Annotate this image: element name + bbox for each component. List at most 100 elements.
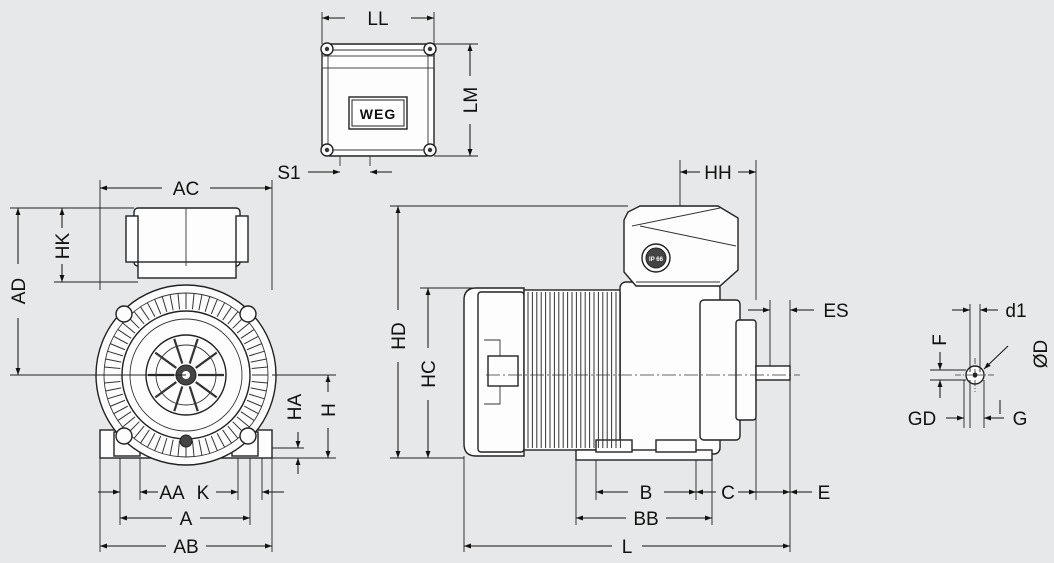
fan-spoke bbox=[154, 381, 177, 399]
ip-badge-text: IP 66 bbox=[649, 257, 664, 263]
weg-logo-text: WEG bbox=[360, 106, 396, 122]
front-fin bbox=[251, 366, 268, 370]
label-ES: ES bbox=[823, 301, 848, 322]
front-fin bbox=[122, 416, 136, 428]
label-C: C bbox=[721, 483, 735, 504]
front-fin bbox=[154, 435, 162, 451]
front-fin bbox=[249, 350, 265, 357]
front-fin bbox=[191, 440, 195, 457]
front-fin bbox=[249, 393, 265, 400]
dim-HH: HH bbox=[679, 160, 757, 300]
weg-logo: WEG bbox=[348, 96, 408, 130]
front-fin bbox=[204, 296, 211, 312]
front-fin bbox=[161, 296, 168, 312]
dim-LM: LM bbox=[434, 43, 482, 157]
terminal-box-top-view: WEG bbox=[320, 42, 437, 166]
dim-S1: S1 bbox=[277, 163, 392, 184]
front-fin bbox=[210, 299, 218, 315]
dim-ES: ES bbox=[748, 300, 849, 366]
label-BB: BB bbox=[633, 509, 658, 530]
dim-A: A bbox=[119, 500, 250, 530]
fan-spoke bbox=[195, 381, 218, 399]
front-fin bbox=[161, 438, 168, 454]
front-fin bbox=[140, 429, 150, 444]
front-fin bbox=[117, 411, 132, 421]
fan-spoke bbox=[154, 351, 177, 369]
label-HD: HD bbox=[389, 322, 410, 349]
front-fin bbox=[169, 294, 174, 311]
front-fin bbox=[243, 335, 259, 345]
front-fin bbox=[133, 425, 145, 439]
front-fin bbox=[198, 294, 203, 311]
dim-C: C bbox=[696, 380, 757, 504]
front-fin bbox=[236, 416, 250, 428]
label-AA: AA bbox=[159, 483, 185, 504]
label-F: F bbox=[930, 334, 951, 346]
label-AC: AC bbox=[173, 179, 199, 200]
label-B: B bbox=[640, 483, 653, 504]
front-fin bbox=[105, 387, 122, 392]
front-fin bbox=[227, 311, 239, 325]
label-OD: ØD bbox=[1031, 340, 1052, 369]
fan-spoke bbox=[195, 351, 218, 369]
fan-spoke bbox=[188, 338, 199, 364]
front-fin bbox=[105, 358, 122, 363]
dim-AC: AC bbox=[99, 179, 273, 290]
front-fin bbox=[169, 439, 174, 456]
front-fin bbox=[250, 387, 267, 392]
front-fin bbox=[154, 299, 162, 315]
front-fin bbox=[104, 366, 121, 370]
label-AB: AB bbox=[173, 537, 198, 558]
front-fin bbox=[236, 322, 250, 334]
label-HC: HC bbox=[419, 360, 440, 387]
shaft-end-detail: d1 F ØD GD G bbox=[908, 301, 1052, 430]
label-S1: S1 bbox=[277, 163, 300, 184]
front-fin bbox=[113, 335, 129, 345]
label-AD: AD bbox=[9, 278, 30, 304]
front-fin bbox=[107, 393, 123, 400]
front-fin bbox=[243, 405, 259, 415]
label-A: A bbox=[180, 509, 193, 530]
front-fin bbox=[177, 440, 181, 457]
side-cooling-fins bbox=[527, 292, 621, 448]
front-fin bbox=[122, 322, 136, 334]
front-fin bbox=[133, 311, 145, 325]
fan-spoke bbox=[173, 338, 184, 364]
label-d1: d1 bbox=[1005, 301, 1026, 322]
dim-HA: HA bbox=[272, 393, 336, 474]
dim-AB: AB bbox=[100, 458, 273, 558]
front-fin bbox=[177, 293, 181, 310]
front-fin bbox=[250, 358, 267, 363]
dim-HC: HC bbox=[419, 287, 476, 458]
dim-LL: LL bbox=[321, 9, 435, 44]
fan-spoke bbox=[188, 386, 199, 412]
front-fin bbox=[246, 399, 262, 407]
front-fin bbox=[104, 380, 121, 384]
front-fin bbox=[204, 438, 211, 454]
front-fin bbox=[110, 399, 126, 407]
front-fin bbox=[107, 350, 123, 357]
dim-HK: HK bbox=[53, 207, 138, 283]
dim-H: H bbox=[272, 374, 340, 458]
front-fin bbox=[140, 306, 150, 321]
label-E: E bbox=[818, 483, 831, 504]
dim-AD: AD bbox=[9, 207, 186, 376]
dim-K: K bbox=[197, 458, 284, 525]
dim-E: E bbox=[756, 380, 830, 552]
front-fin bbox=[240, 411, 255, 421]
label-K: K bbox=[197, 483, 210, 504]
front-fin bbox=[222, 306, 232, 321]
motor-side-view: IP 66 bbox=[463, 205, 800, 461]
front-fin bbox=[110, 343, 126, 351]
front-fin bbox=[240, 329, 255, 339]
dim-B: B bbox=[595, 460, 697, 504]
front-fin bbox=[210, 435, 218, 451]
front-fin bbox=[198, 439, 203, 456]
front-fin bbox=[216, 432, 226, 448]
label-HA: HA bbox=[285, 393, 306, 420]
front-fin bbox=[117, 329, 132, 339]
front-fin bbox=[222, 429, 232, 444]
front-fin bbox=[113, 405, 129, 415]
